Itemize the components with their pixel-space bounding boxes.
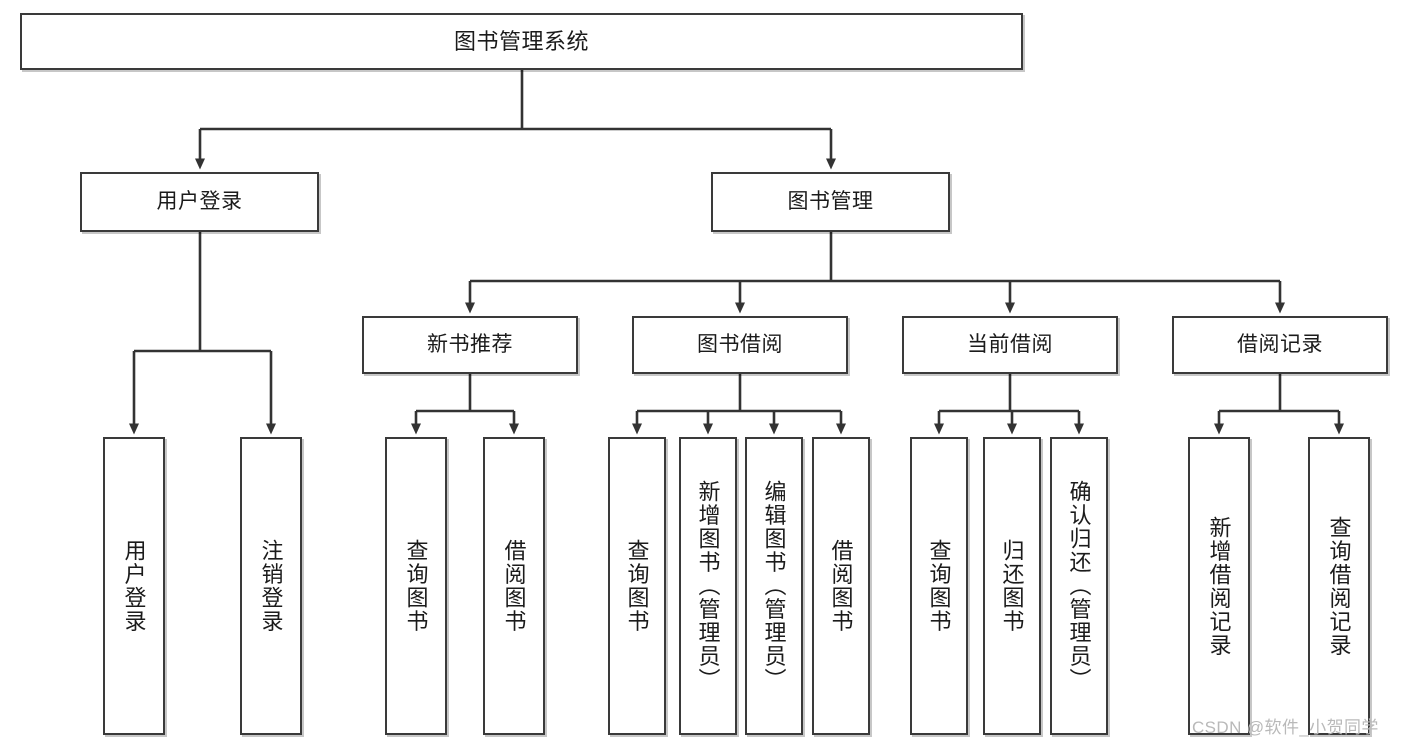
node-leaf-edit-book-label: 编辑图书（管理员）: [761, 480, 787, 692]
node-leaf-add-record-label: 新增借阅记录: [1206, 515, 1232, 657]
node-borrow-record-label: 借阅记录: [1237, 332, 1323, 356]
node-new-book-rec[interactable]: 新书推荐: [362, 316, 578, 374]
node-leaf-query-book-rec[interactable]: 查询图书: [385, 437, 447, 735]
node-leaf-user-login[interactable]: 用户登录: [103, 437, 165, 735]
node-book-manage-label: 图书管理: [787, 189, 874, 213]
node-leaf-query-book-rec-label: 查询图书: [403, 539, 429, 633]
node-leaf-return-book-label: 归还图书: [999, 539, 1025, 633]
node-leaf-user-login-label: 用户登录: [121, 539, 147, 633]
node-book-manage[interactable]: 图书管理: [711, 172, 950, 232]
node-new-book-rec-label: 新书推荐: [427, 332, 513, 356]
node-leaf-add-record[interactable]: 新增借阅记录: [1188, 437, 1250, 735]
node-leaf-borrow-book[interactable]: 借阅图书: [812, 437, 870, 735]
node-leaf-query-record-label: 查询借阅记录: [1326, 515, 1352, 657]
node-leaf-query-book-cur-label: 查询图书: [926, 539, 952, 633]
node-leaf-return-book[interactable]: 归还图书: [983, 437, 1041, 735]
node-root-label: 图书管理系统: [453, 28, 589, 54]
node-leaf-query-book-cur[interactable]: 查询图书: [910, 437, 968, 735]
node-leaf-logout-label: 注销登录: [258, 539, 284, 633]
node-leaf-borrow-book-label: 借阅图书: [828, 539, 854, 633]
node-leaf-add-book-label: 新增图书（管理员）: [695, 480, 721, 692]
node-book-borrow[interactable]: 图书借阅: [632, 316, 848, 374]
node-user-login-label: 用户登录: [156, 189, 243, 213]
node-borrow-record[interactable]: 借阅记录: [1172, 316, 1388, 374]
node-leaf-confirm-return[interactable]: 确认归还（管理员）: [1050, 437, 1108, 735]
node-root[interactable]: 图书管理系统: [20, 13, 1023, 70]
node-leaf-query-book-label: 查询图书: [624, 539, 650, 633]
node-leaf-add-book[interactable]: 新增图书（管理员）: [679, 437, 737, 735]
node-book-borrow-label: 图书借阅: [697, 332, 783, 356]
node-user-login[interactable]: 用户登录: [80, 172, 319, 232]
node-leaf-edit-book[interactable]: 编辑图书（管理员）: [745, 437, 803, 735]
node-leaf-logout[interactable]: 注销登录: [240, 437, 302, 735]
node-leaf-borrow-book-rec-label: 借阅图书: [501, 539, 527, 633]
node-leaf-confirm-return-label: 确认归还（管理员）: [1066, 480, 1092, 692]
node-current-borrow[interactable]: 当前借阅: [902, 316, 1118, 374]
node-leaf-query-record[interactable]: 查询借阅记录: [1308, 437, 1370, 735]
node-leaf-query-book[interactable]: 查询图书: [608, 437, 666, 735]
node-current-borrow-label: 当前借阅: [967, 332, 1053, 356]
node-leaf-borrow-book-rec[interactable]: 借阅图书: [483, 437, 545, 735]
